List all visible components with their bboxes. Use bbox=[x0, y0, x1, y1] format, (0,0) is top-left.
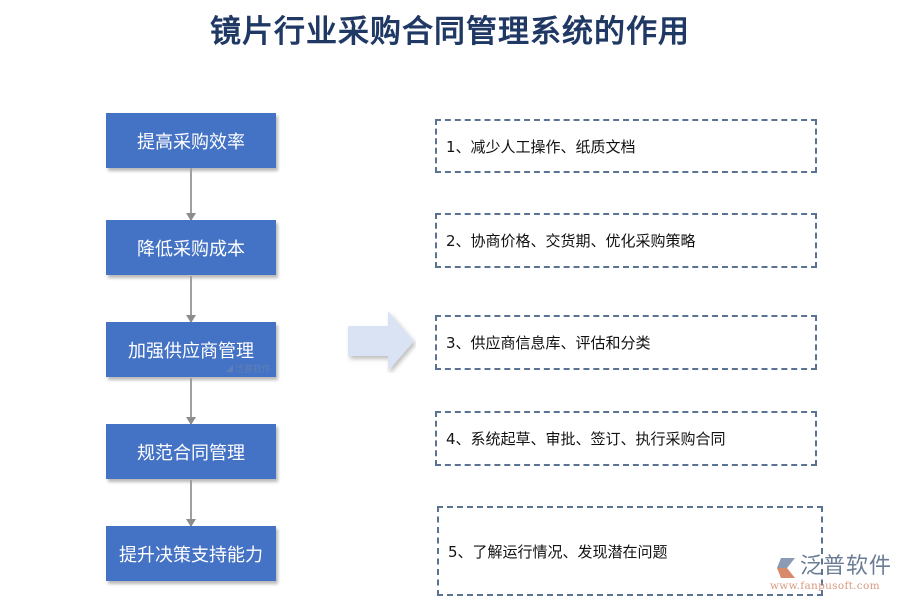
step-improve-efficiency: 提高采购效率 bbox=[106, 113, 276, 168]
description-text: 5、了解运行情况、发现潜在问题 bbox=[448, 542, 668, 561]
description-box-1: 1、减少人工操作、纸质文档 bbox=[435, 119, 817, 173]
fanpu-logo-icon bbox=[777, 558, 795, 578]
step-contract-standardization: 规范合同管理 bbox=[106, 424, 276, 479]
description-text: 3、供应商信息库、评估和分类 bbox=[446, 334, 651, 352]
page-title: 镜片行业采购合同管理系统的作用 bbox=[210, 14, 690, 50]
description-text: 2、协商价格、交货期、优化采购策略 bbox=[446, 232, 696, 250]
step-supplier-management: 加强供应商管理 bbox=[106, 322, 276, 377]
brand-logo: 泛普软件 www.fanpusoft.com bbox=[770, 553, 895, 598]
description-box-5: 5、了解运行情况、发现潜在问题 bbox=[437, 506, 823, 596]
step-decision-support: 提升决策支持能力 bbox=[106, 526, 276, 581]
description-box-3: 3、供应商信息库、评估和分类 bbox=[435, 315, 817, 370]
description-box-2: 2、协商价格、交货期、优化采购策略 bbox=[435, 213, 817, 268]
connector-arrow-1 bbox=[186, 168, 196, 221]
right-arrow-icon bbox=[348, 311, 414, 371]
description-text: 4、系统起草、审批、签订、执行采购合同 bbox=[446, 430, 726, 448]
watermark-small-text: 泛普软件 bbox=[234, 365, 271, 375]
step-reduce-cost: 降低采购成本 bbox=[106, 220, 276, 275]
connector-arrow-3 bbox=[186, 378, 196, 425]
connector-arrow-4 bbox=[186, 480, 196, 527]
description-text: 1、减少人工操作、纸质文档 bbox=[446, 137, 636, 156]
connector-arrow-2 bbox=[186, 276, 196, 323]
description-box-4: 4、系统起草、审批、签订、执行采购合同 bbox=[435, 411, 817, 466]
watermark-logo-icon: ◢ bbox=[226, 363, 233, 374]
brand-name: 泛普软件 bbox=[800, 554, 893, 579]
brand-url: www.fanpusoft.com bbox=[770, 580, 880, 592]
watermark-small: ◢ 泛普软件 bbox=[226, 362, 271, 376]
